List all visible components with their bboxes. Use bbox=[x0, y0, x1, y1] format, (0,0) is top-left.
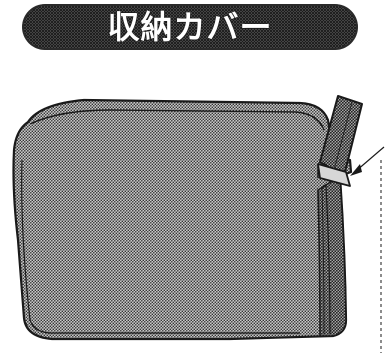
title-banner: 収納カバー bbox=[22, 4, 358, 50]
strap-buckle bbox=[317, 163, 351, 187]
arrow-leader-icon bbox=[350, 146, 385, 176]
cover-side-panel bbox=[317, 175, 347, 337]
page-title: 収納カバー bbox=[107, 8, 273, 46]
cover-body bbox=[12, 98, 353, 341]
cover-strap bbox=[319, 95, 363, 177]
